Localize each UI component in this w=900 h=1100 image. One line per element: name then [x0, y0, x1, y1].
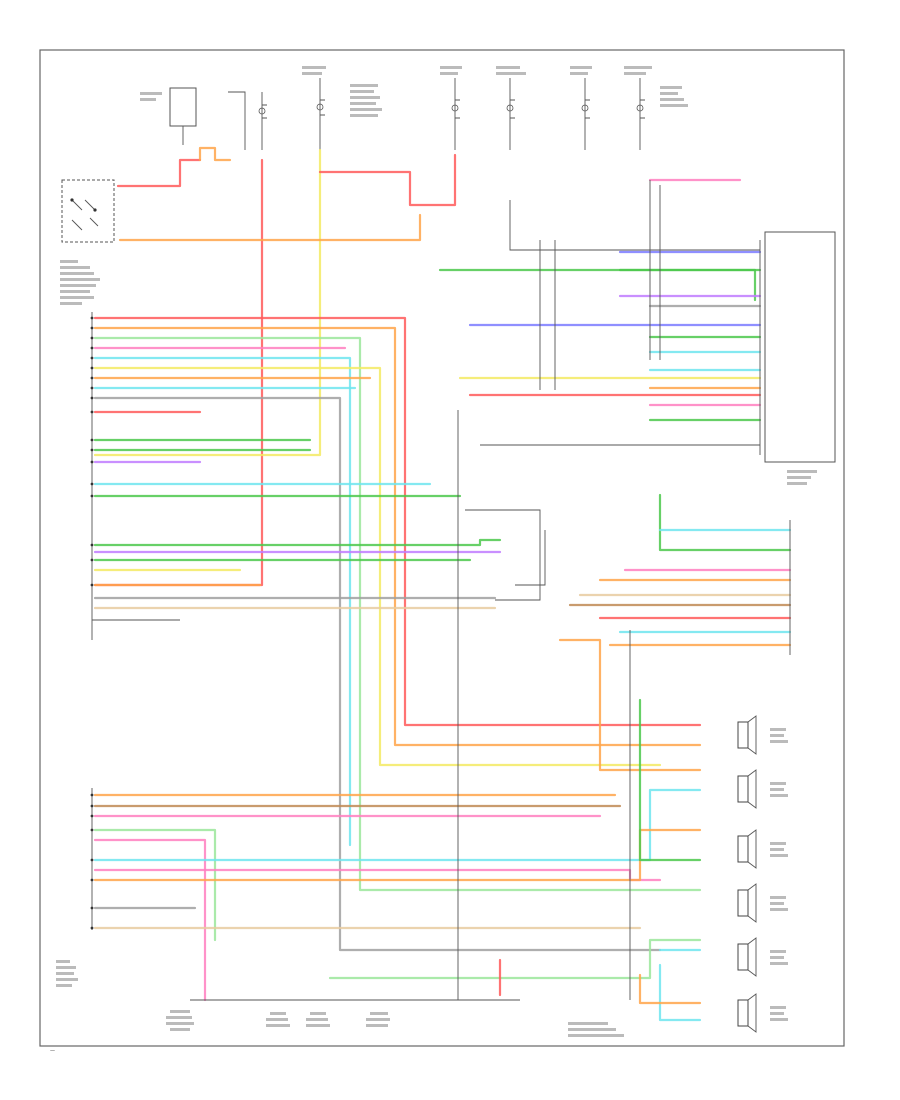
bottom-connectors	[56, 960, 624, 1037]
right-front-tweeter	[737, 829, 757, 869]
head-unit-pins	[90, 316, 94, 930]
wire-harness	[93, 146, 792, 1022]
diagram-border	[39, 49, 845, 1047]
left-front-speaker	[737, 769, 757, 809]
junction-box	[169, 87, 197, 127]
left-front-tweeter	[737, 937, 757, 977]
left-rear-speaker	[737, 993, 757, 1033]
amplifier	[764, 231, 836, 485]
speakers	[737, 715, 788, 1033]
ignition-switch	[61, 179, 115, 243]
page-code: —	[50, 1048, 55, 1054]
fuse-symbols	[258, 103, 644, 115]
power-feeds	[140, 66, 688, 150]
right-front-speaker	[737, 715, 757, 755]
right-rear-tweeter	[737, 883, 757, 923]
ground-lines	[92, 180, 760, 1000]
head-unit-label	[60, 260, 100, 305]
